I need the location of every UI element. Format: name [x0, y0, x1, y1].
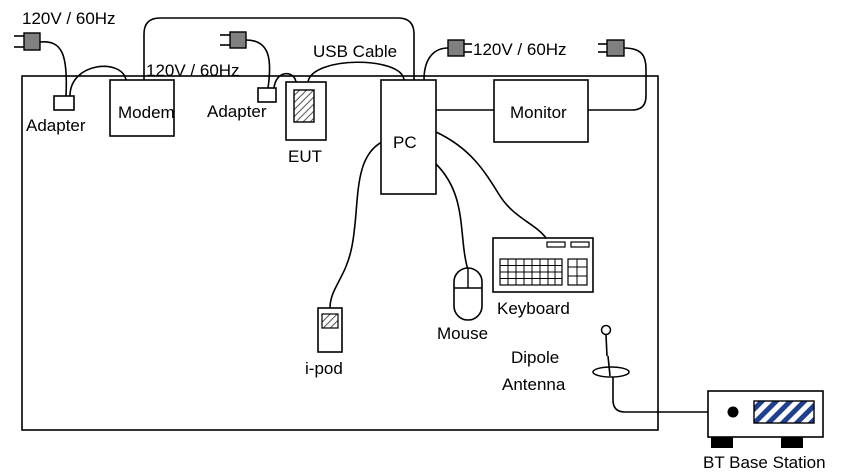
adapter-modem-cable	[69, 65, 127, 97]
modem-label: Modem	[118, 103, 175, 122]
pc-box	[380, 79, 437, 195]
modem-box	[109, 79, 175, 137]
power-cord-mid	[245, 39, 271, 89]
eut-device	[285, 81, 327, 141]
ipod-cable	[329, 141, 383, 309]
mouse-cable	[435, 163, 469, 271]
plug-icon	[220, 31, 247, 49]
antenna-label: Antenna	[502, 375, 566, 394]
mouse-icon	[453, 267, 483, 321]
eut-label: EUT	[288, 147, 322, 166]
power-label-right: 120V / 60Hz	[473, 40, 567, 59]
antenna-cable	[612, 374, 718, 413]
pc-label: PC	[393, 133, 417, 152]
dipole-antenna-icon	[592, 324, 630, 378]
adapter-left-label: Adapter	[26, 116, 86, 135]
monitor-power-cord	[588, 47, 647, 111]
modem-pc-cable	[143, 17, 415, 80]
usb-cable	[307, 61, 405, 83]
bt-base-station-label: BT Base Station	[703, 453, 826, 472]
adapter-eut-cable	[273, 72, 297, 89]
keyboard-cable	[435, 131, 547, 239]
usb-cable-label: USB Cable	[313, 42, 397, 61]
plug-icon	[14, 32, 41, 51]
keyboard-icon	[492, 237, 594, 293]
mouse-label: Mouse	[437, 324, 488, 343]
adapter-right-label: Adapter	[207, 102, 267, 121]
power-label-mid: 120V / 60Hz	[146, 61, 240, 80]
power-label-top-left: 120V / 60Hz	[22, 9, 116, 28]
adapter-right-box	[257, 87, 277, 103]
plug-icon	[598, 39, 625, 57]
dipole-label: Dipole	[511, 348, 559, 367]
ipod-label: i-pod	[305, 359, 343, 378]
plug-icon	[447, 39, 472, 57]
adapter-left-box	[53, 95, 75, 111]
power-cord-left	[39, 41, 68, 97]
keyboard-label: Keyboard	[497, 299, 570, 318]
monitor-label: Monitor	[510, 103, 567, 122]
pc-power-cord	[423, 47, 449, 81]
bt-base-station	[707, 390, 824, 448]
monitor-box	[493, 79, 589, 143]
ipod-device	[317, 307, 343, 353]
